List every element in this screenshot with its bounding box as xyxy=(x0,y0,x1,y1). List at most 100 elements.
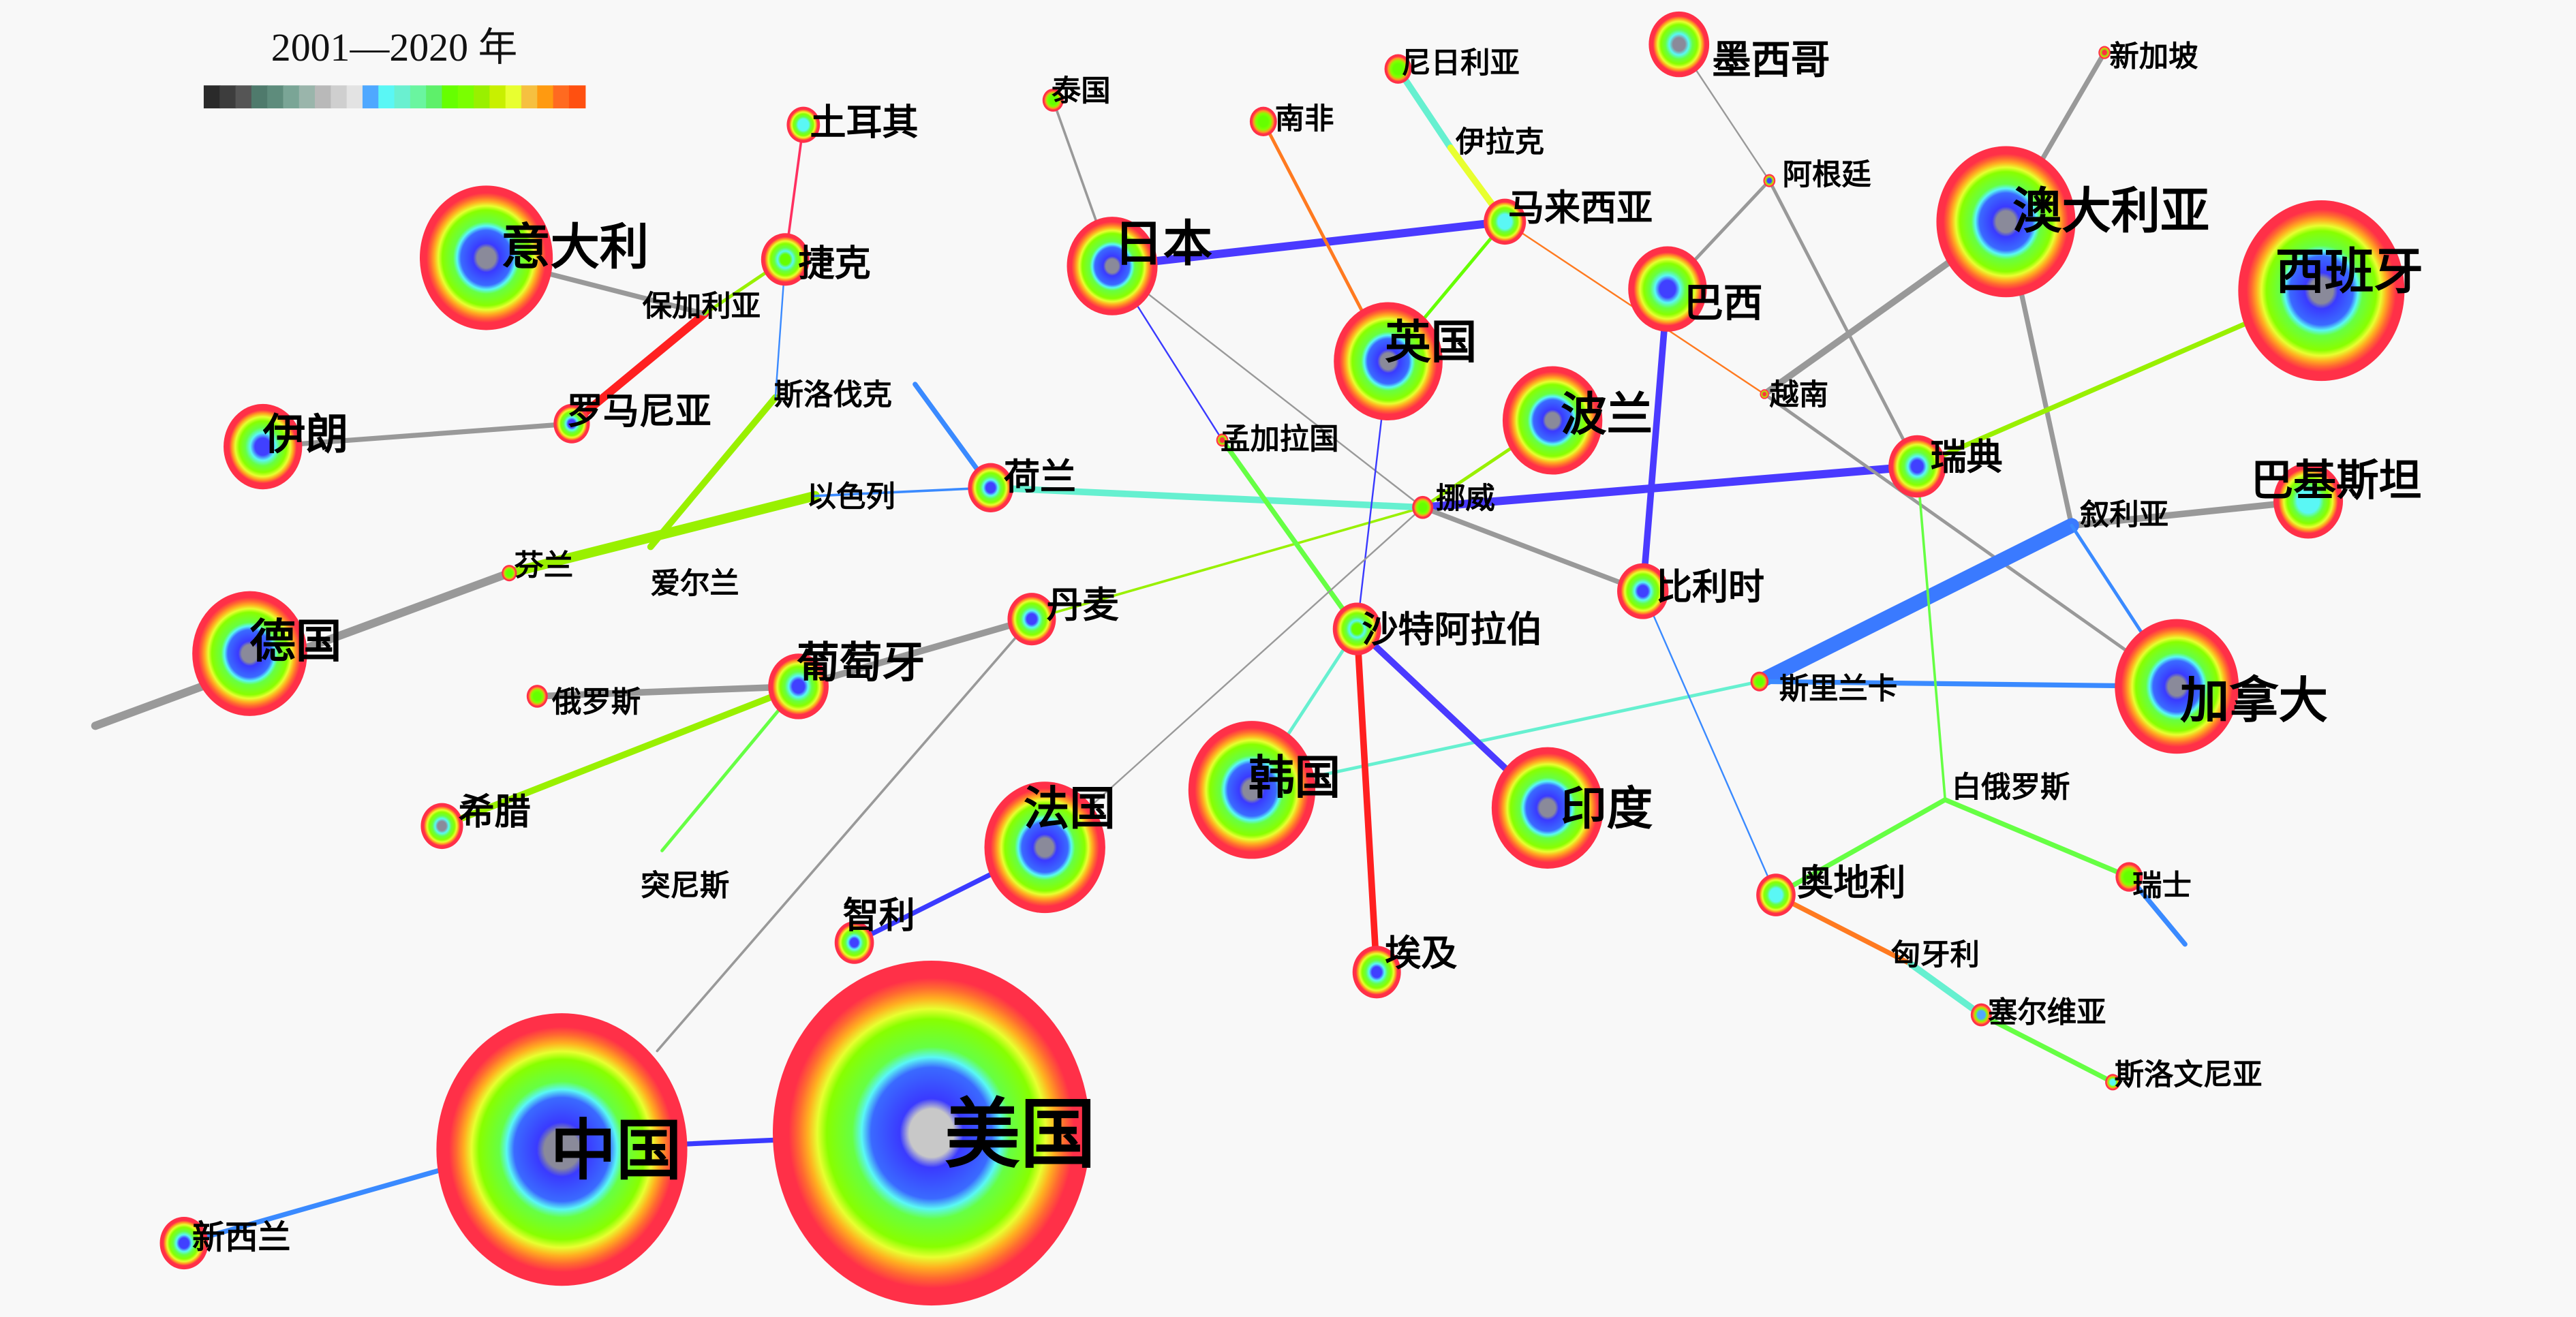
node-saudi[interactable] xyxy=(1332,602,1381,655)
node-greece[interactable] xyxy=(420,803,463,850)
label-norway: 挪威 xyxy=(1436,482,1495,516)
node-slovenia[interactable] xyxy=(2105,1074,2121,1091)
node-bangladesh[interactable] xyxy=(1216,433,1229,447)
node-canada[interactable] xyxy=(2115,619,2239,754)
edge-link xyxy=(534,683,802,700)
node-vietnam[interactable] xyxy=(1760,389,1769,399)
legend-swatch xyxy=(489,85,506,109)
node-italy[interactable] xyxy=(419,185,553,330)
label-usa: 美国 xyxy=(945,1091,1096,1179)
node-netherlands[interactable] xyxy=(968,463,1013,512)
label-india: 印度 xyxy=(1561,781,1653,835)
node-serbia[interactable] xyxy=(1970,1003,1992,1027)
legend-swatch xyxy=(521,85,538,109)
node-portugal[interactable] xyxy=(768,653,829,719)
node-argentina[interactable] xyxy=(1763,174,1776,187)
label-malaysia: 马来西亚 xyxy=(1508,187,1653,229)
legend-swatch xyxy=(394,85,412,109)
node-romania[interactable] xyxy=(553,403,590,444)
edge-link xyxy=(656,617,1033,1053)
node-nigeria[interactable] xyxy=(1384,54,1412,84)
label-thailand: 泰国 xyxy=(1052,74,1111,108)
node-germany[interactable] xyxy=(192,591,307,716)
node-iran[interactable] xyxy=(224,403,303,490)
label-switzerland: 瑞士 xyxy=(2132,869,2192,903)
node-india[interactable] xyxy=(1491,747,1604,869)
label-uk: 英国 xyxy=(1385,315,1477,369)
time-legend: 2001—2020 年 xyxy=(203,25,586,109)
node-brazil[interactable] xyxy=(1628,246,1707,332)
edge-link xyxy=(1044,506,1424,848)
edge-link xyxy=(260,421,574,450)
legend-swatch xyxy=(203,85,221,109)
node-australia[interactable] xyxy=(1936,146,2076,298)
node-france[interactable] xyxy=(984,781,1105,914)
node-finland[interactable] xyxy=(502,565,517,582)
node-uk[interactable] xyxy=(1334,302,1443,421)
legend-swatch xyxy=(457,85,475,109)
edge-link xyxy=(647,394,779,551)
label-romania: 罗马尼亚 xyxy=(567,390,711,433)
node-thailand[interactable] xyxy=(1042,89,1064,112)
legend-title: 2001—2020 年 xyxy=(271,25,518,69)
node-mexico[interactable] xyxy=(1649,11,1710,78)
node-chile[interactable] xyxy=(834,921,874,964)
edge-link xyxy=(1773,797,1948,898)
edge-link xyxy=(567,309,709,428)
node-norway[interactable] xyxy=(1412,495,1434,519)
label-srilanka: 斯里兰卡 xyxy=(1779,672,1898,707)
node-poland[interactable] xyxy=(1502,366,1603,475)
label-newzealand: 新西兰 xyxy=(192,1218,291,1256)
node-egypt[interactable] xyxy=(1352,946,1401,999)
node-newzealand[interactable] xyxy=(159,1216,209,1270)
legend-swatch xyxy=(267,85,284,109)
label-tunisia: 突尼斯 xyxy=(641,869,729,903)
nodes-layer xyxy=(159,11,2405,1306)
node-austria[interactable] xyxy=(1756,873,1796,916)
node-sweden[interactable] xyxy=(1888,435,1946,498)
legend-swatch xyxy=(283,85,300,109)
edge-link xyxy=(1420,505,1646,594)
node-czech[interactable] xyxy=(761,233,810,286)
node-singapore[interactable] xyxy=(2098,46,2111,59)
label-southafrica: 南非 xyxy=(1275,102,1334,136)
edge-link xyxy=(795,615,1035,690)
label-finland: 芬兰 xyxy=(515,549,574,583)
edge-link xyxy=(1757,679,2179,690)
node-russia[interactable] xyxy=(526,685,548,708)
node-denmark[interactable] xyxy=(1007,593,1056,646)
labels-layer: 美国中国西班牙澳大利亚意大利加拿大韩国印度法国德国英国日本波兰巴西伊朗墨西哥巴基… xyxy=(192,37,2423,1257)
label-turkey: 土耳其 xyxy=(810,101,918,143)
node-malaysia[interactable] xyxy=(1484,198,1527,245)
node-srilanka[interactable] xyxy=(1750,671,1769,692)
node-turkey[interactable] xyxy=(786,106,821,143)
label-bulgaria: 保加利亚 xyxy=(643,290,761,324)
label-australia: 澳大利亚 xyxy=(2012,183,2209,241)
label-sweden: 瑞典 xyxy=(1931,436,2003,478)
label-ireland: 爱尔兰 xyxy=(651,567,739,601)
node-belgium[interactable] xyxy=(1617,563,1669,619)
label-slovakia: 斯洛伐克 xyxy=(773,378,892,412)
edge-link xyxy=(1642,590,1777,896)
edge-link xyxy=(1978,1012,2115,1085)
label-korea: 韩国 xyxy=(1248,750,1340,804)
node-china[interactable] xyxy=(436,1013,688,1286)
node-spain[interactable] xyxy=(2238,200,2405,382)
node-korea[interactable] xyxy=(1188,721,1316,859)
node-switzerland[interactable] xyxy=(2115,862,2143,892)
node-usa[interactable] xyxy=(773,960,1090,1306)
edge-link xyxy=(1250,679,1762,792)
legend-swatch xyxy=(298,85,316,109)
label-germany: 德国 xyxy=(249,614,341,668)
legend-swatch xyxy=(378,85,395,109)
edge-link xyxy=(2068,497,2312,529)
edge-link xyxy=(813,486,992,497)
legend-swatch xyxy=(442,85,459,109)
node-japan[interactable] xyxy=(1067,217,1158,315)
label-syria: 叙利亚 xyxy=(2080,498,2168,532)
edge-link xyxy=(1916,465,1947,801)
node-southafrica[interactable] xyxy=(1249,106,1277,137)
label-russia: 俄罗斯 xyxy=(551,685,641,719)
node-pakistan[interactable] xyxy=(2273,463,2344,539)
edge-link xyxy=(1030,506,1424,621)
